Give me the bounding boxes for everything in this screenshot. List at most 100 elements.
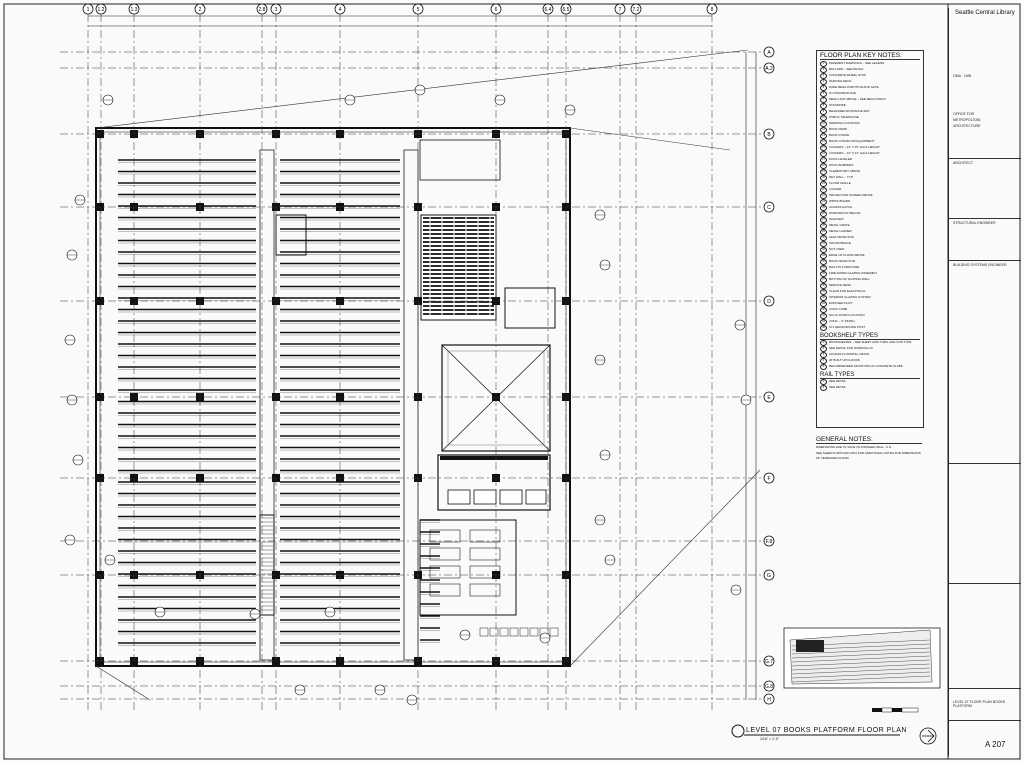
grid-label-column: 2.8 <box>259 7 266 13</box>
general-notes-panel: GENERAL NOTES: DIMENSIONS ARE TO FACE OF… <box>816 436 922 466</box>
escalator <box>259 514 275 616</box>
grid-label-row: C <box>767 205 771 211</box>
north-arrow <box>919 727 937 745</box>
grid-label-row: A <box>767 50 771 56</box>
graphic-scale <box>872 707 919 713</box>
owner-line: OMA · LMN <box>953 74 972 78</box>
grid-label-column: 1.3 <box>131 7 138 13</box>
grid-label-column: 4 <box>339 7 342 13</box>
column <box>130 393 138 401</box>
grid-label-column: 7 <box>619 7 622 13</box>
fixture <box>529 627 539 637</box>
grid-bubble <box>614 3 626 15</box>
grid-label-column: 7.2 <box>633 7 640 13</box>
restroom-stall <box>469 529 501 543</box>
grid-bubble <box>128 3 140 15</box>
restroom-stall <box>429 583 461 597</box>
column <box>562 393 570 401</box>
fixture <box>479 627 489 637</box>
fixture <box>499 627 509 637</box>
grid-label-column: 8 <box>711 7 714 13</box>
sheet-border <box>3 3 1021 760</box>
grid-bubble <box>82 3 94 15</box>
grid-bubble <box>763 535 775 547</box>
grid-bubble <box>763 62 775 74</box>
column <box>562 297 570 305</box>
general-notes-heading: GENERAL NOTES: <box>816 436 922 444</box>
grid-label-column: 3 <box>275 7 278 13</box>
project-name: Seattle Central Library <box>955 10 1015 16</box>
architect-label: ARCHITECT <box>953 161 974 165</box>
floor-grille-block <box>420 214 497 321</box>
grid-bubble <box>763 472 775 484</box>
grid-bubble <box>194 3 206 15</box>
title-block: Seattle Central Library OMA · LMN OFFICE… <box>948 8 1021 756</box>
grid-label-column: 2 <box>199 7 202 13</box>
restroom-stall <box>429 565 461 579</box>
grid-bubble <box>763 46 775 58</box>
ramp-spine-west <box>259 149 275 661</box>
restroom-stall <box>469 547 501 561</box>
column <box>130 297 138 305</box>
restroom-stall <box>469 583 501 597</box>
grid-bubble <box>763 295 775 307</box>
ramp-spine-east <box>403 149 419 661</box>
systems-label: BUILDING SYSTEMS ENGINEER <box>953 263 1007 267</box>
plan-title: LEVEL 07 BOOKS PLATFORM FLOOR PLAN <box>746 727 907 734</box>
grid-label-row: A.2 <box>765 66 773 72</box>
stair-core-east <box>504 287 556 329</box>
grid-label-row: H <box>767 697 771 703</box>
plan-title-bubble <box>731 724 745 738</box>
grid-label-row: D <box>767 299 771 305</box>
grid-bubble <box>763 693 775 705</box>
firm-line: METROPOLITAN <box>953 118 981 122</box>
grid-label-row: F.8 <box>766 539 773 545</box>
grid-label-row: G <box>767 573 771 579</box>
grid-label-column: 1 <box>87 7 90 13</box>
bookshelf-rows-west <box>118 159 256 646</box>
grid-bubble <box>763 391 775 403</box>
grid-label-row: G.7 <box>765 659 773 665</box>
grid-label-row: F <box>767 476 770 482</box>
grid-label-row: G.8 <box>765 684 773 690</box>
keynotes-heading: FLOOR PLAN KEY NOTES: <box>820 52 920 60</box>
grid-bubble <box>542 3 554 15</box>
sheet-title: LEVEL 07 FLOOR PLAN BOOKS PLATFORM <box>953 700 1006 708</box>
grid-bubble <box>763 201 775 213</box>
grid-bubble <box>334 3 346 15</box>
